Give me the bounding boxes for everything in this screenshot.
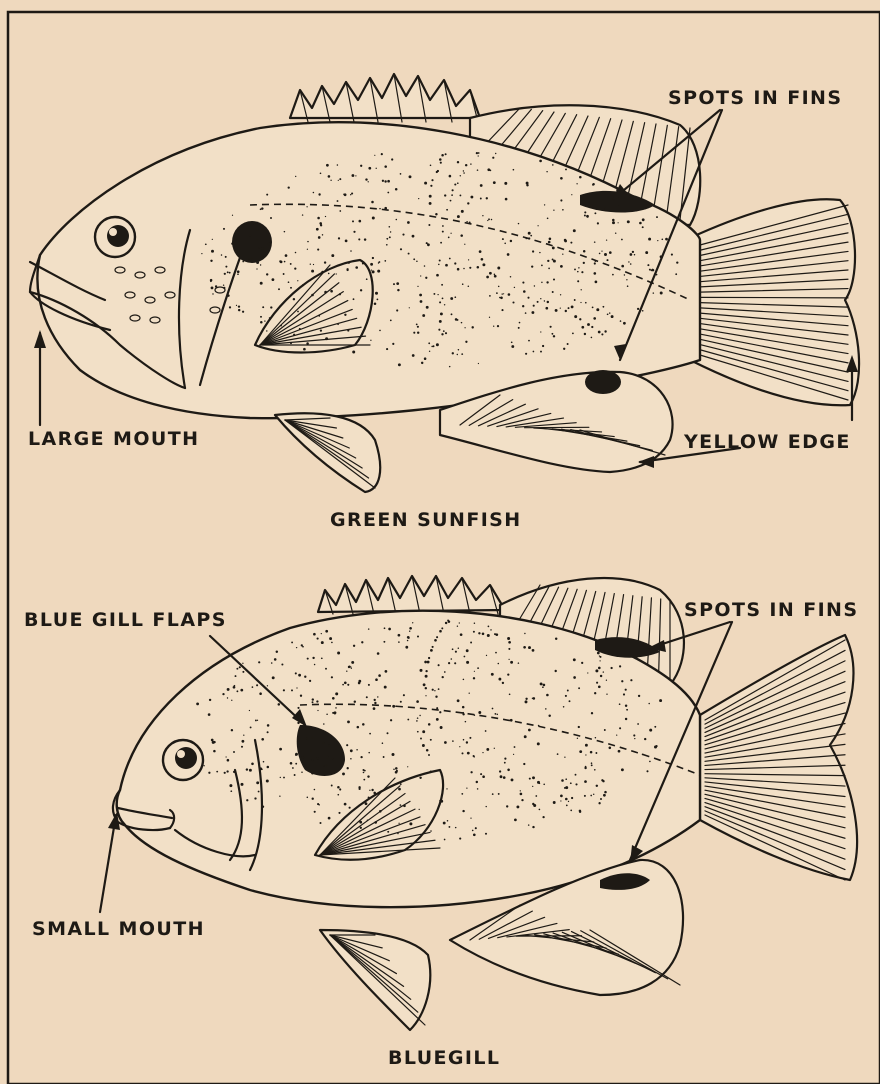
green-sunfish-edge-label: YELLOW EDGE (683, 431, 851, 453)
bluegill-illustration (113, 576, 857, 1030)
green-sunfish-spots-label: SPOTS IN FINS (668, 87, 842, 109)
bluegill-gill-label: BLUE GILL FLAPS (24, 609, 227, 631)
bluegill-spots-label: SPOTS IN FINS (684, 599, 858, 621)
green-sunfish-title: GREEN SUNFISH (330, 509, 522, 531)
green-sunfish-mouth-label: LARGE MOUTH (28, 428, 199, 450)
bluegill-mouth-label: SMALL MOUTH (32, 918, 205, 940)
bluegill-title: BLUEGILL (388, 1047, 500, 1069)
